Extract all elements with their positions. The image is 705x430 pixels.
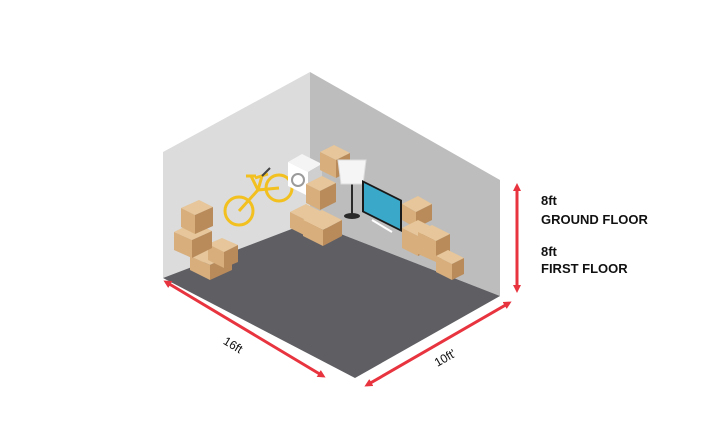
- width-label: 10ft': [432, 346, 458, 369]
- cardboard-box-icon: [306, 176, 336, 210]
- middle-box-stack: [290, 145, 350, 246]
- right-box-stack: [402, 196, 464, 280]
- back-wall-right: [310, 72, 500, 296]
- width-arrow: [364, 301, 512, 387]
- dimension-labels: 16ft 10ft' 8ft GROUND FLOOR 8ft FIRST FL…: [221, 193, 649, 370]
- cardboard-box-icon: [303, 210, 342, 246]
- ground-floor-label: GROUND FLOOR: [541, 212, 648, 227]
- length-label: 16ft: [221, 334, 246, 357]
- dimension-arrows: [163, 183, 521, 387]
- cardboard-box-icon: [208, 238, 238, 268]
- length-arrow: [163, 280, 326, 378]
- first-floor-label: FIRST FLOOR: [541, 261, 628, 276]
- cardboard-box-icon: [436, 250, 464, 280]
- first-height-label: 8ft: [541, 244, 558, 259]
- ground-height-label: 8ft: [541, 193, 558, 208]
- cardboard-box-icon: [181, 200, 213, 234]
- television-icon: [362, 180, 402, 233]
- left-box-stack: [174, 200, 238, 280]
- floor-lamp-icon: [337, 159, 367, 219]
